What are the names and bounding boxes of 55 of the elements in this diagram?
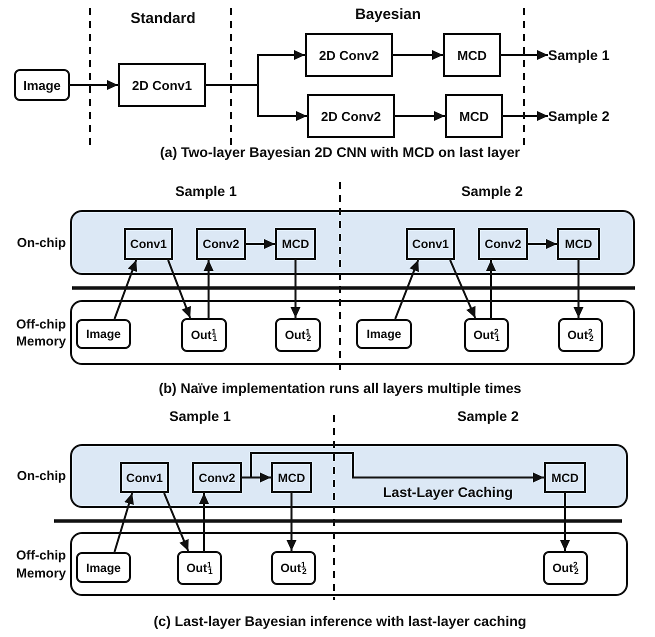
arrow xyxy=(560,493,570,551)
figure-caption: (a) Two-layer Bayesian 2D CNN with MCD on last layer xyxy=(159,144,521,160)
layer-box: MCD xyxy=(557,228,600,260)
arrow xyxy=(114,492,134,552)
layer-box: MCD xyxy=(445,94,503,138)
arrow xyxy=(163,492,190,552)
layer-box: Conv2 xyxy=(196,228,246,260)
arrow xyxy=(70,80,118,90)
section-heading: Standard xyxy=(129,10,196,27)
data-box: Image xyxy=(356,319,412,349)
arrow xyxy=(246,239,275,249)
layer-box: Conv2 xyxy=(192,462,242,493)
arrow xyxy=(395,111,445,121)
arrow xyxy=(167,260,192,318)
region-heading: Off-chip Memory xyxy=(15,314,66,350)
layer-box: MCD xyxy=(443,33,501,77)
arrow xyxy=(449,260,476,318)
arrow xyxy=(242,452,544,482)
arrow xyxy=(528,239,557,249)
figure-caption: (c) Last-layer Bayesian inference with last-layer caching xyxy=(152,613,528,629)
region-heading: Off-chip Memory xyxy=(15,546,66,582)
data-box: Image xyxy=(76,319,131,349)
data-box: Image xyxy=(14,69,70,101)
layer-box: MCD xyxy=(275,228,316,260)
layer-box: Conv1 xyxy=(406,228,455,260)
arrow xyxy=(393,50,443,60)
section-heading: Sample 2 xyxy=(460,183,524,199)
arrow xyxy=(114,260,138,320)
arrow xyxy=(501,50,548,60)
section-heading: Sample 1 xyxy=(168,408,232,424)
arrow xyxy=(204,260,214,318)
output-label: Sample 1 xyxy=(548,46,630,64)
arrow xyxy=(290,260,300,318)
arrow xyxy=(486,260,496,318)
layer-box: Conv1 xyxy=(124,228,173,260)
region-heading: On-chip xyxy=(16,234,66,252)
section-heading: Sample 1 xyxy=(174,183,238,199)
layer-box: MCD xyxy=(271,462,312,493)
section-heading: Sample 2 xyxy=(456,408,520,424)
layer-box: 2D Conv2 xyxy=(305,33,393,77)
section-heading: Bayesian xyxy=(354,6,422,23)
arrow xyxy=(394,260,420,320)
region-heading: On-chip xyxy=(16,467,66,485)
layer-box: 2D Conv1 xyxy=(118,63,206,107)
layer-box: Conv1 xyxy=(120,462,169,493)
data-box: Image xyxy=(76,552,131,583)
arrow xyxy=(574,260,584,318)
layer-box: 2D Conv2 xyxy=(307,94,395,138)
arrow xyxy=(199,493,209,551)
layer-box: MCD xyxy=(544,462,586,493)
arrow xyxy=(286,493,296,551)
figure-caption: (b) Naïve implementation runs all layers multiple times xyxy=(158,380,522,396)
layer-box: Conv2 xyxy=(478,228,528,260)
output-label: Sample 2 xyxy=(548,107,630,125)
arrow xyxy=(503,111,548,121)
